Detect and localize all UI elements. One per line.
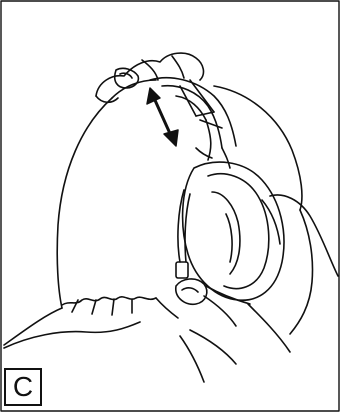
head-icon bbox=[4, 80, 236, 382]
step-label: C bbox=[4, 368, 42, 406]
adjust-arrow-icon bbox=[147, 88, 178, 146]
headphones-icon bbox=[150, 78, 302, 300]
